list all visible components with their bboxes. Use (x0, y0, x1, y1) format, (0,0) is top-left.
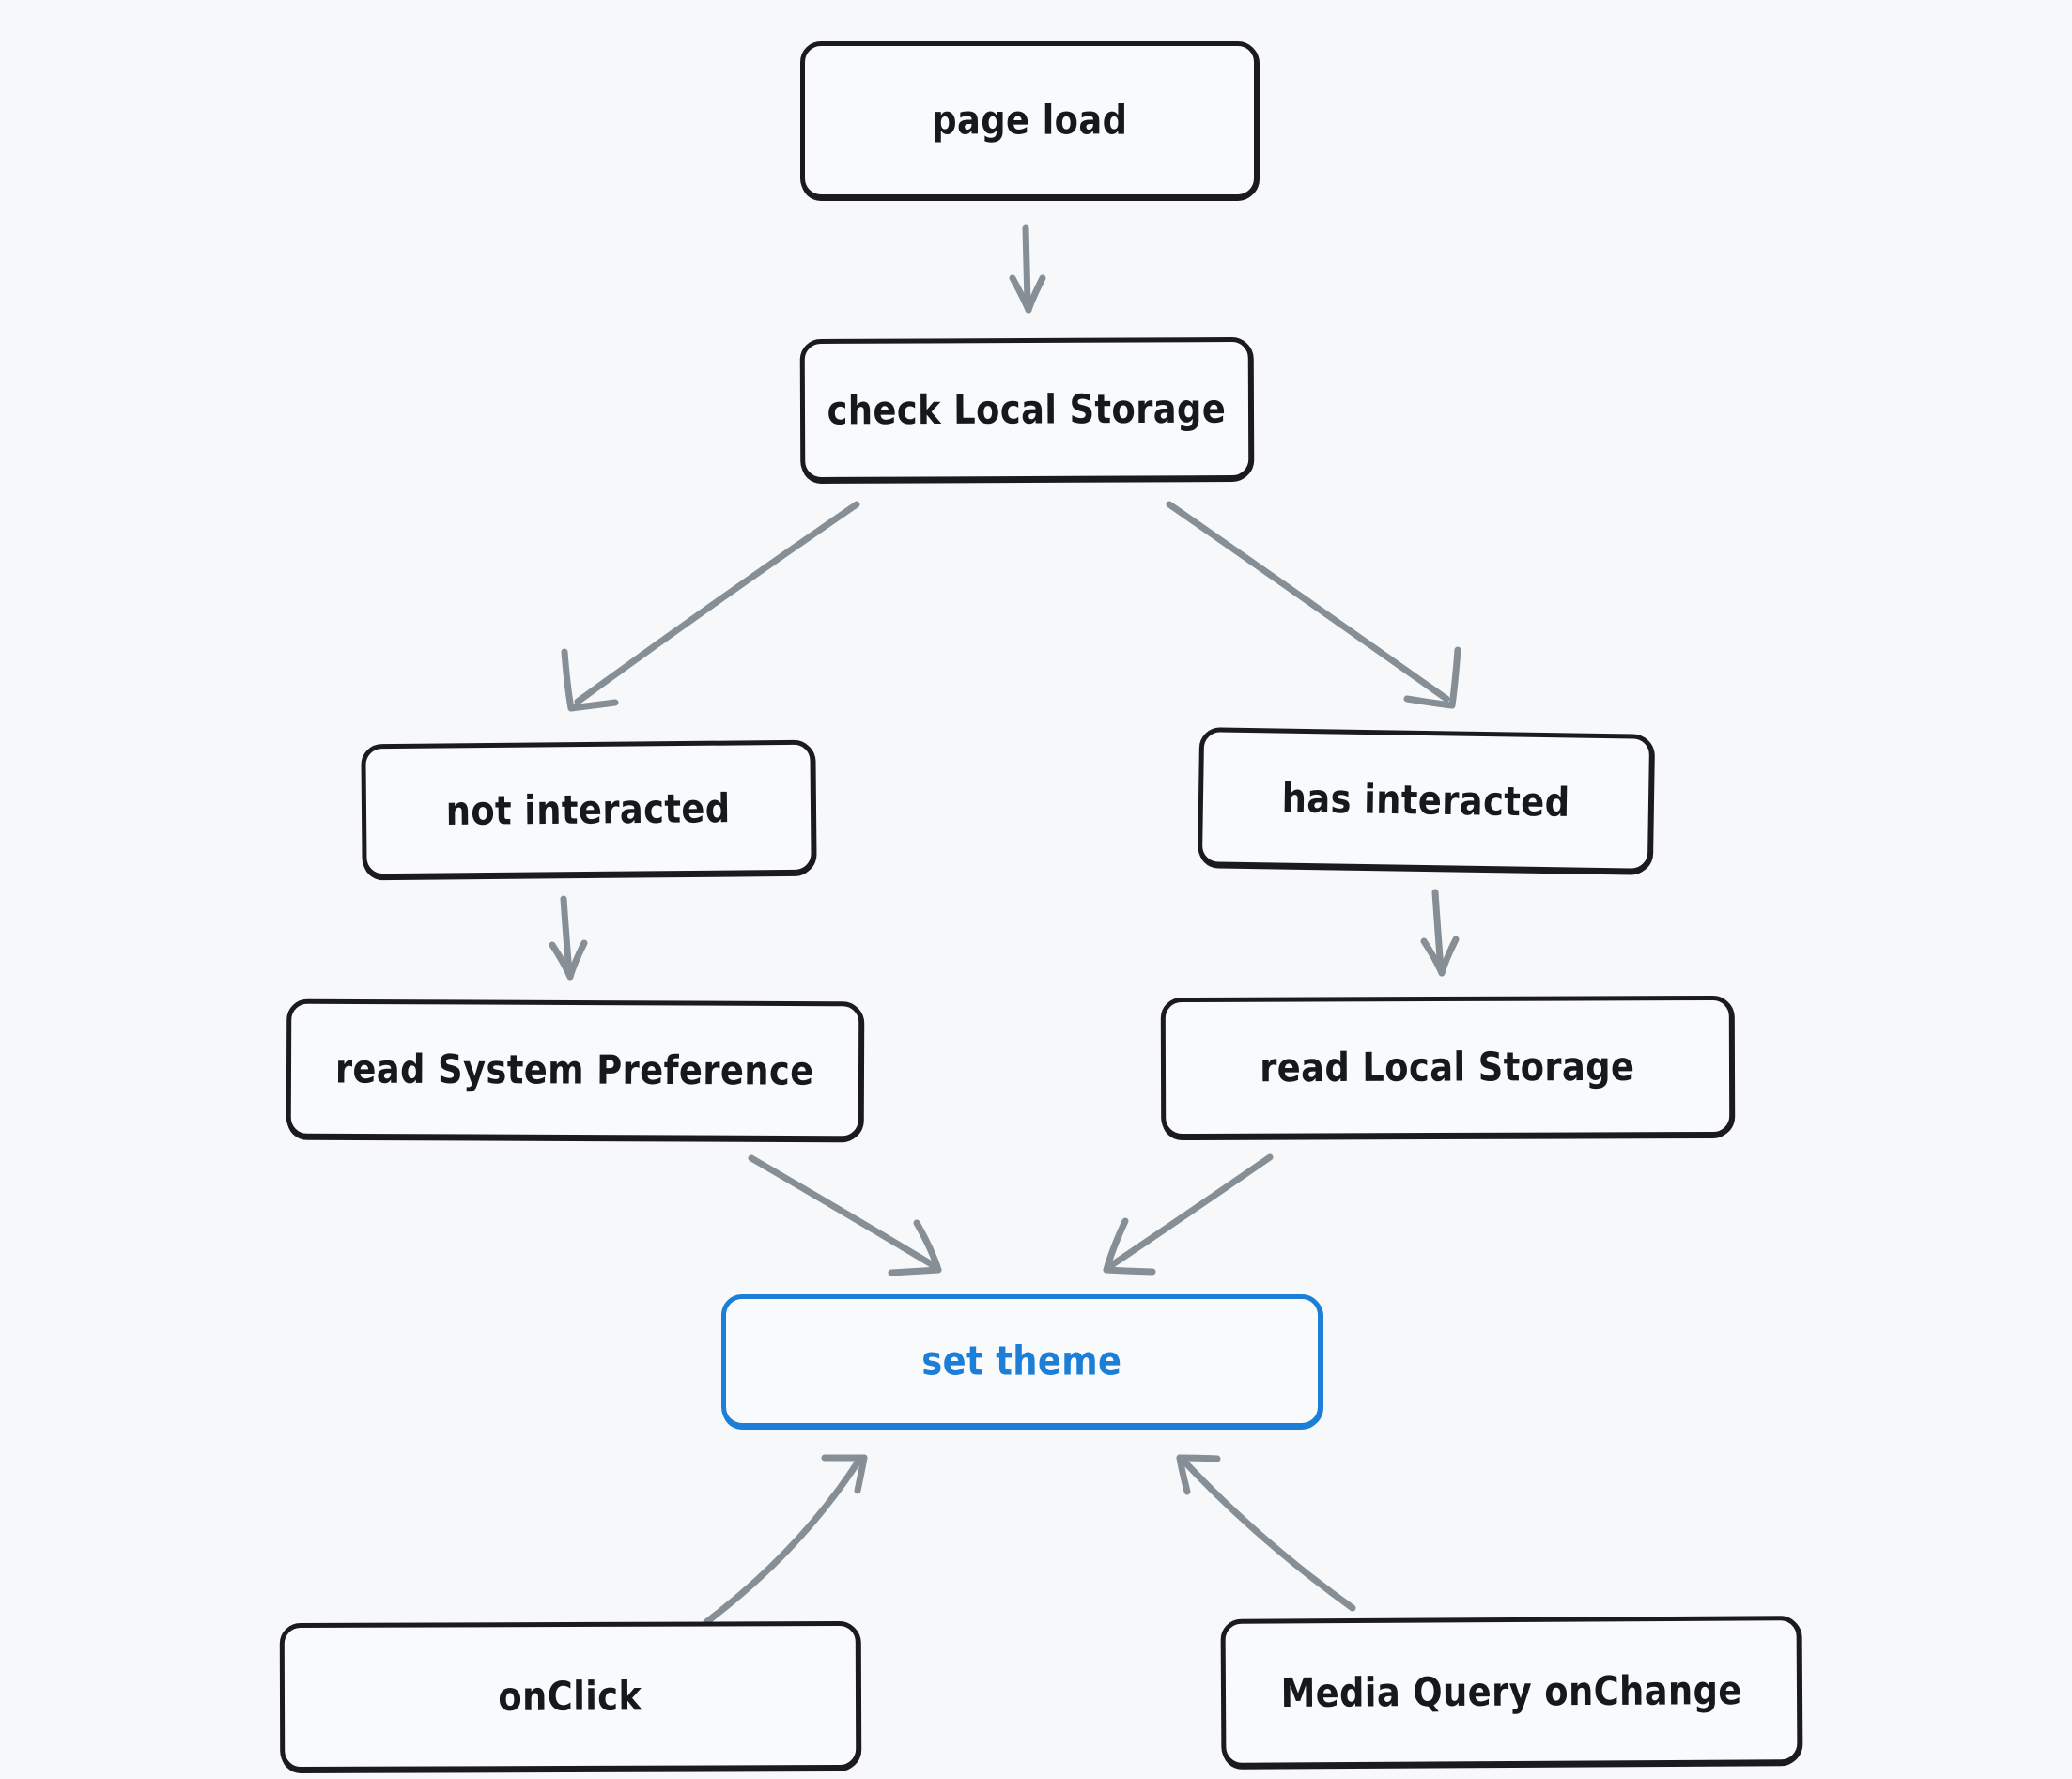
edge-onclick-to-set-theme (703, 1454, 868, 1626)
node-read-system-preference[interactable]: read System Preference (286, 998, 864, 1141)
node-label: page load (931, 97, 1128, 144)
node-set-theme[interactable]: set theme (721, 1294, 1322, 1428)
node-label: onClick (498, 1673, 642, 1720)
node-label: not interacted (445, 784, 732, 834)
edge-not-interacted-to-read-system-preference (549, 895, 588, 981)
node-not-interacted[interactable]: not interacted (361, 739, 816, 879)
node-page-load[interactable]: page load (800, 41, 1259, 199)
node-label: Media Query onChange (1280, 1666, 1742, 1717)
node-label: set theme (921, 1338, 1122, 1385)
node-label: read System Preference (335, 1045, 814, 1094)
node-label: check Local Storage (827, 385, 1227, 434)
edge-has-interacted-to-read-local-storage (1420, 889, 1460, 977)
node-has-interacted[interactable]: has interacted (1197, 727, 1655, 874)
edge-read-system-preference-to-set-theme (748, 1154, 942, 1276)
node-read-local-storage[interactable]: read Local Storage (1160, 995, 1735, 1139)
node-label: read Local Storage (1260, 1043, 1635, 1091)
edge-read-local-storage-to-set-theme (1103, 1153, 1274, 1276)
node-check-local-storage[interactable]: check Local Storage (799, 336, 1254, 483)
edge-check-local-storage-to-has-interacted (1166, 501, 1461, 709)
edge-media-query-onchange-to-set-theme (1176, 1454, 1356, 1612)
node-label: has interacted (1281, 774, 1570, 827)
node-media-query-onchange[interactable]: Media Query onChange (1220, 1616, 1802, 1768)
edge-page-load-to-check-local-storage (1009, 224, 1046, 314)
edge-check-local-storage-to-not-interacted (561, 501, 860, 712)
node-onclick[interactable]: onClick (279, 1620, 861, 1772)
